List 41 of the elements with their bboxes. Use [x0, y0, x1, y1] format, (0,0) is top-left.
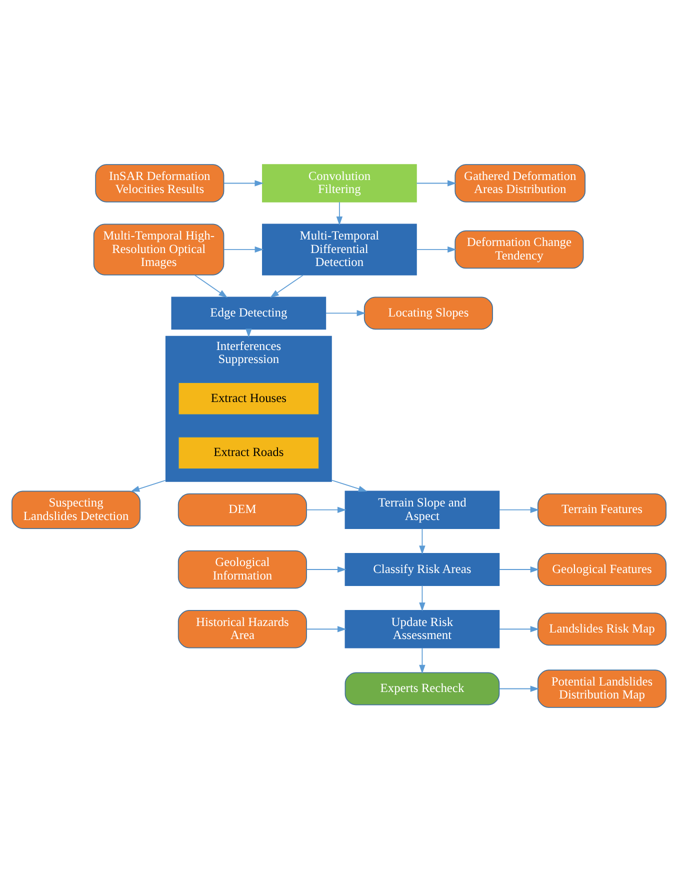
arrow [306, 506, 346, 513]
node-box: InSAR Deformation Velocities Results [95, 164, 224, 202]
node-box: Multi-Temporal High-Resolution Optical Images [93, 224, 224, 276]
node-box: Geological Information [178, 550, 307, 589]
node-box: Historical Hazards Area [178, 610, 307, 648]
node-box: Deformation Change Tendency [454, 230, 584, 269]
arrow [224, 246, 264, 253]
arrow [416, 180, 456, 186]
node-box: Landslides Risk Map [537, 612, 667, 646]
node-box: Geological Features [537, 553, 667, 586]
node-box: Gathered Deformation Areas Distribution [454, 164, 586, 202]
arrow [419, 648, 426, 674]
arrow [499, 686, 540, 692]
node-box: Suspecting Landslides Detection [12, 490, 141, 529]
node-box: DEM [178, 493, 307, 526]
arrow [194, 274, 228, 298]
arrow [331, 480, 368, 492]
node-box: Update Risk Assessment [344, 610, 500, 648]
node-box: Locating Slopes [364, 296, 493, 330]
node-box: Classify Risk Areas [344, 553, 500, 586]
arrow [336, 202, 343, 226]
arrow [419, 585, 426, 612]
arrow [416, 246, 456, 253]
node-box: Experts Recheck [344, 672, 500, 706]
arrow [130, 480, 166, 492]
arrow [419, 528, 426, 555]
arrow [306, 626, 346, 632]
node-box: Extract Roads [178, 436, 320, 470]
node-box: Terrain Slope and Aspect [344, 490, 500, 529]
arrow [499, 566, 540, 573]
arrow [306, 566, 346, 573]
node-box: Potential Landslides Distribution Map [537, 670, 667, 708]
node-box: Extract Houses [178, 382, 320, 416]
node-box: Multi-Temporal Differential Detection [262, 224, 417, 276]
node-box: Convolution Filtering [262, 164, 417, 202]
node-box: Terrain Features [537, 493, 667, 526]
arrow [499, 506, 540, 513]
arrow [223, 180, 264, 186]
arrow [325, 310, 366, 316]
arrow [499, 626, 540, 632]
arrow [270, 274, 304, 298]
